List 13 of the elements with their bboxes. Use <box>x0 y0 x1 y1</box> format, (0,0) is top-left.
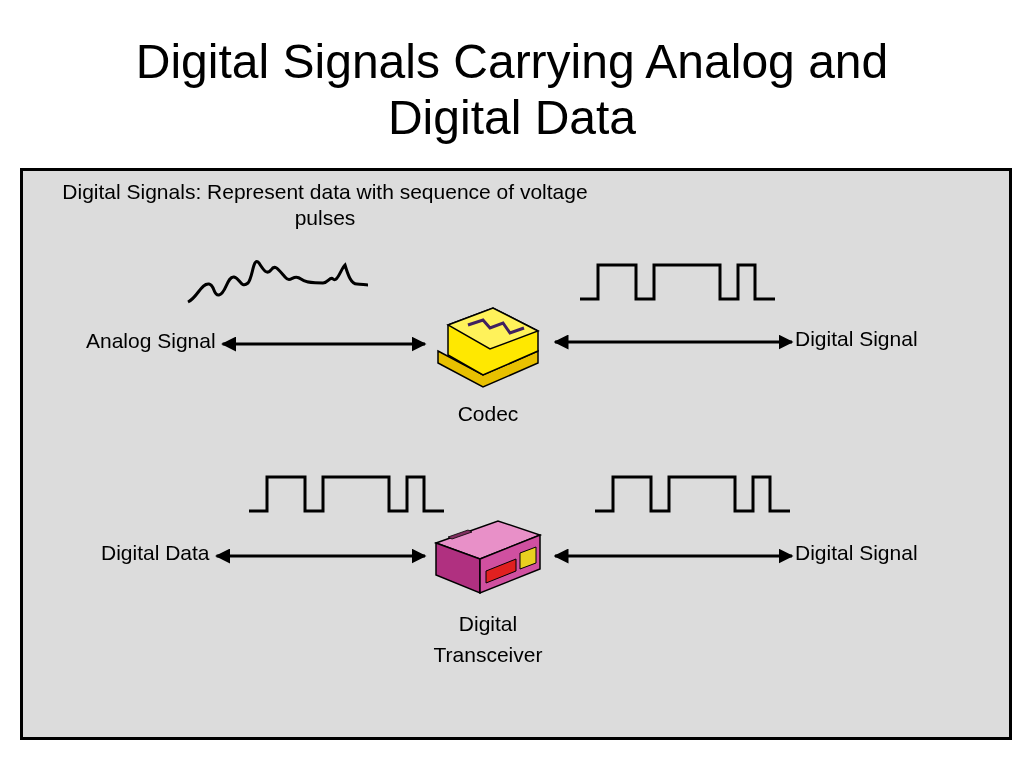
double-arrow <box>221 336 427 352</box>
description-text: Digital Signals: Represent data with sequence of voltage pulses <box>61 179 589 231</box>
signal-label: Digital Signal <box>795 541 918 565</box>
double-arrow <box>553 334 794 350</box>
panel-background <box>20 168 1012 740</box>
signal-label: Digital Data <box>101 541 210 565</box>
title: Digital Signals Carrying Analog and Digital Data <box>134 34 890 146</box>
device-caption: Digital Transceiver <box>433 611 543 668</box>
signal-label: Digital Signal <box>795 327 918 351</box>
double-arrow <box>553 548 794 564</box>
double-arrow <box>215 548 427 564</box>
device-caption: Codec <box>456 401 520 427</box>
signal-label: Analog Signal <box>86 329 216 353</box>
